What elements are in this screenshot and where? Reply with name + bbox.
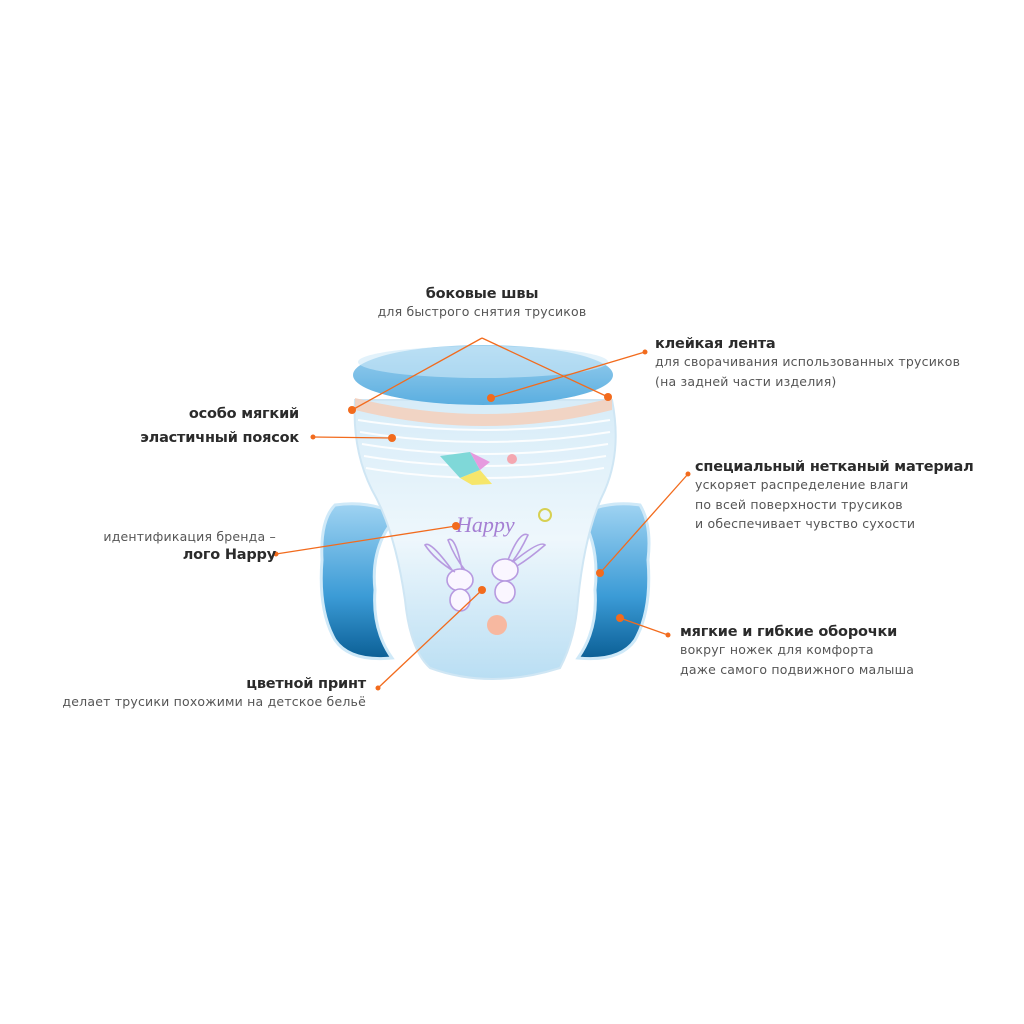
- callout-side-seams: боковые швы для быстрого снятия трусиков: [332, 286, 632, 322]
- kite-print: [440, 452, 517, 485]
- callout-title: мягкие и гибкие оборочки: [680, 624, 898, 640]
- callout-lines: [275, 337, 689, 689]
- callout-title: клейкая лента: [655, 336, 776, 352]
- callout-text: для сворачивания использованных трусиков: [655, 354, 961, 369]
- callout-text: для быстрого снятия трусиков: [377, 304, 587, 319]
- callout-cuffs: мягкие и гибкие оборочки вокруг ножек дл…: [680, 624, 914, 679]
- callout-title: особо мягкий: [188, 406, 299, 422]
- happy-logo-print: Happy: [455, 512, 515, 537]
- callout-adhesive-tape: клейкая лента для сворачивания использов…: [655, 336, 960, 391]
- callout-title: цветной принт: [246, 676, 366, 692]
- callout-title: лого Happy: [182, 546, 277, 563]
- callout-text: ускоряет распределение влаги: [695, 477, 909, 492]
- flower-print: [538, 508, 552, 522]
- balloon-print: [487, 615, 507, 635]
- callout-dots: [273, 349, 691, 691]
- callout-title: боковые швы: [425, 286, 539, 302]
- callout-title: специальный нетканый материал: [695, 459, 974, 475]
- callout-text: по всей поверхности трусиков: [695, 496, 903, 512]
- callout-text: делает трусики похожими на детское бельё: [62, 694, 366, 709]
- callout-print: цветной принт делает трусики похожими на…: [62, 676, 366, 712]
- callout-text: даже самого подвижного малыша: [680, 661, 915, 677]
- left-leg-cuff: [319, 502, 401, 661]
- orange-waist-strip: [355, 398, 612, 426]
- callout-waistband: особо мягкий эластичный поясок: [140, 402, 299, 450]
- callout-title: эластичный поясок: [140, 430, 299, 446]
- callout-text: (на задней части изделия): [655, 373, 837, 389]
- callout-material: специальный нетканый материал ускоряет р…: [695, 459, 974, 534]
- callout-text: и обеспечивает чувство сухости: [695, 516, 916, 531]
- callout-text: вокруг ножек для комфорта: [680, 642, 874, 657]
- callout-text: идентификация бренда –: [103, 529, 276, 544]
- callout-brand: идентификация бренда – лого Happy: [103, 527, 276, 563]
- diaper-body: [353, 399, 617, 680]
